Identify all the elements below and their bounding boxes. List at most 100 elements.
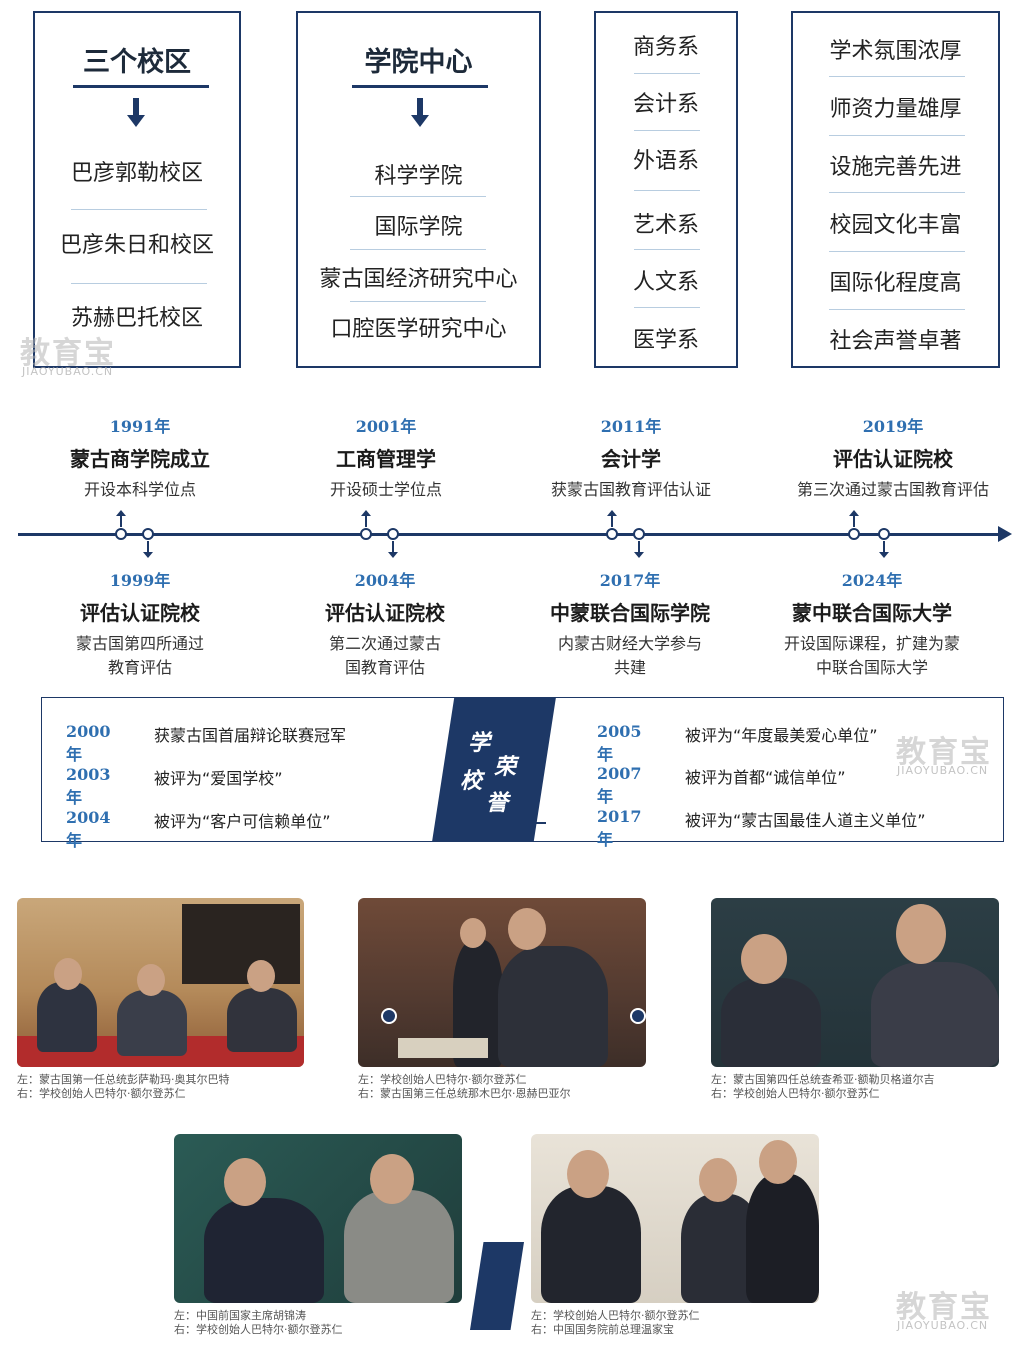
badge-char: 学 (468, 731, 491, 756)
divider (634, 73, 700, 74)
photo-caption: 左：蒙古国第四任总统查希亚·额勒贝格道尔吉 右：学校创始人巴特尔·额尔登苏仁 (711, 1073, 935, 1101)
event-title: 蒙古商学院成立 (70, 447, 210, 471)
arrow-down-icon (388, 541, 398, 558)
arrow-down-icon (634, 541, 644, 558)
photo-caption: 左：中国前国家主席胡锦涛 右：学校创始人巴特尔·额尔登苏仁 (174, 1309, 343, 1337)
divider (829, 192, 965, 193)
event-desc: 教育评估 (107, 658, 172, 677)
timeline-event: 2001年 工商管理学 开设硕士学位点 (266, 413, 506, 502)
timeline-event: 2024年 蒙中联合国际大学 开设国际课程，扩建为蒙 中联合国际大学 (752, 567, 992, 680)
photo-handshake-wen (531, 1134, 819, 1303)
watermark-url: JIAOYUBAO.CN (897, 764, 989, 777)
event-year: 2004年 (354, 571, 416, 590)
caption-line: 左：蒙古国第四任总统查希亚·额勒贝格道尔吉 (711, 1073, 935, 1086)
honor-year: 2017年 (597, 807, 642, 849)
event-year: 1999年 (109, 571, 171, 590)
divider (829, 251, 965, 252)
department-item: 外语系 (632, 149, 699, 174)
feature-item: 设施完善先进 (829, 155, 962, 180)
event-title: 评估认证院校 (325, 601, 445, 625)
event-desc: 获蒙古国教育评估认证 (550, 480, 711, 499)
divider (829, 135, 965, 136)
divider (634, 190, 700, 191)
event-desc: 第二次通过蒙古 (328, 634, 441, 653)
honor-year: 2005年 (597, 722, 642, 764)
arrow-up-icon (849, 510, 859, 527)
decor-block (470, 1242, 524, 1330)
watermark-logo: 教育宝 (896, 735, 992, 770)
honor-text: 被评为“爱国学校” (154, 769, 283, 788)
timeline-event: 1999年 评估认证院校 蒙古国第四所通过 教育评估 (20, 567, 260, 680)
honor-year: 2004年 (66, 808, 111, 850)
event-desc: 国教育评估 (344, 658, 425, 677)
event-desc: 共建 (613, 658, 646, 677)
event-desc: 开设本科学位点 (83, 480, 196, 499)
watermark-logo: 教育宝 (896, 1290, 992, 1325)
photo-blackboard (711, 898, 999, 1067)
department-item: 医学系 (632, 328, 699, 353)
honor-text: 被评为“蒙古国最佳人道主义单位” (685, 811, 926, 830)
honors-badge: 学 校 荣 誉 (432, 697, 556, 842)
timeline-event: 2004年 评估认证院校 第二次通过蒙古 国教育评估 (265, 567, 505, 680)
divider (71, 209, 207, 210)
event-desc: 开设硕士学位点 (329, 480, 442, 499)
arrow-down-icon (143, 541, 153, 558)
campus-item: 巴彦郭勒校区 (70, 161, 203, 186)
department-item: 商务系 (632, 35, 699, 60)
feature-item: 师资力量雄厚 (829, 97, 962, 122)
caption-line: 右：学校创始人巴特尔·额尔登苏仁 (174, 1323, 343, 1336)
divider (634, 130, 700, 131)
timeline-node (848, 528, 860, 540)
event-desc: 第三次通过蒙古国教育评估 (796, 480, 989, 499)
timeline-node (633, 528, 645, 540)
caption-line: 左：学校创始人巴特尔·额尔登苏仁 (358, 1073, 527, 1086)
departments-box: 商务系 会计系 外语系 艺术系 人文系 医学系 (594, 11, 738, 368)
feature-item: 校园文化丰富 (829, 213, 962, 238)
feature-item: 社会声誉卓著 (829, 329, 962, 354)
event-desc: 蒙古国第四所通过 (75, 634, 204, 653)
event-year: 2001年 (355, 417, 417, 436)
badge-char: 誉 (486, 791, 509, 816)
photo-caption: 左：蒙古国第一任总统彭萨勒玛·奥其尔巴特 右：学校创始人巴特尔·额尔登苏仁 (17, 1073, 230, 1101)
timeline-node (387, 528, 399, 540)
watermark-url: JIAOYUBAO.CN (897, 1319, 989, 1332)
college-item: 蒙古国经济研究中心 (319, 267, 518, 292)
honor-text: 被评为首都“诚信单位” (685, 768, 846, 787)
campus-item: 巴彦朱日和校区 (59, 233, 214, 258)
caption-line: 左：学校创始人巴特尔·额尔登苏仁 (531, 1309, 700, 1322)
badge-char: 校 (460, 769, 483, 794)
caption-line: 左：蒙古国第一任总统彭萨勒玛·奥其尔巴特 (17, 1073, 230, 1086)
event-title: 会计学 (601, 447, 661, 471)
college-item: 口腔医学研究中心 (330, 317, 507, 342)
caption-line: 左：中国前国家主席胡锦涛 (174, 1309, 306, 1322)
caption-line: 右：中国国务院前总理温家宝 (531, 1323, 674, 1336)
honor-text: 获蒙古国首届辩论联赛冠军 (154, 726, 347, 745)
watermark-url: JIAOYUBAO.CN (22, 365, 114, 378)
photo-caption: 左：学校创始人巴特尔·额尔登苏仁 右：蒙古国第三任总统那木巴尔·恩赫巴亚尔 (358, 1073, 571, 1101)
features-box: 学术氛围浓厚 师资力量雄厚 设施完善先进 校园文化丰富 国际化程度高 社会声誉卓… (791, 11, 1000, 368)
divider (350, 249, 486, 250)
watermark-logo: 教育宝 (20, 336, 116, 371)
photo-signing (358, 898, 646, 1067)
divider (634, 249, 700, 250)
campus-item: 苏赫巴托校区 (70, 306, 203, 331)
event-desc: 内蒙古财经大学参与 (557, 634, 702, 653)
event-desc-block: 开设国际课程，扩建为蒙 中联合国际大学 (752, 632, 992, 680)
timeline-node (606, 528, 618, 540)
department-item: 人文系 (632, 270, 699, 295)
event-title: 工商管理学 (336, 447, 436, 471)
photo-caption: 左：学校创始人巴特尔·额尔登苏仁 右：中国国务院前总理温家宝 (531, 1309, 700, 1337)
timeline-axis (18, 533, 1003, 536)
divider (829, 309, 965, 310)
honor-text: 被评为“年度最美爱心单位” (685, 726, 878, 745)
colleges-title: 学院中心 (364, 47, 473, 78)
caption-line: 右：蒙古国第三任总统那木巴尔·恩赫巴亚尔 (358, 1087, 571, 1100)
honor-year: 2000年 (66, 722, 111, 764)
event-year: 2019年 (862, 417, 924, 436)
arrow-up-icon (607, 510, 617, 527)
timeline-event: 2019年 评估认证院校 第三次通过蒙古国教育评估 (762, 413, 1024, 502)
event-desc-block: 内蒙古财经大学参与 共建 (510, 632, 750, 680)
department-item: 会计系 (632, 92, 699, 117)
event-desc: 开设国际课程，扩建为蒙 (783, 634, 960, 653)
photo-meeting (17, 898, 304, 1067)
